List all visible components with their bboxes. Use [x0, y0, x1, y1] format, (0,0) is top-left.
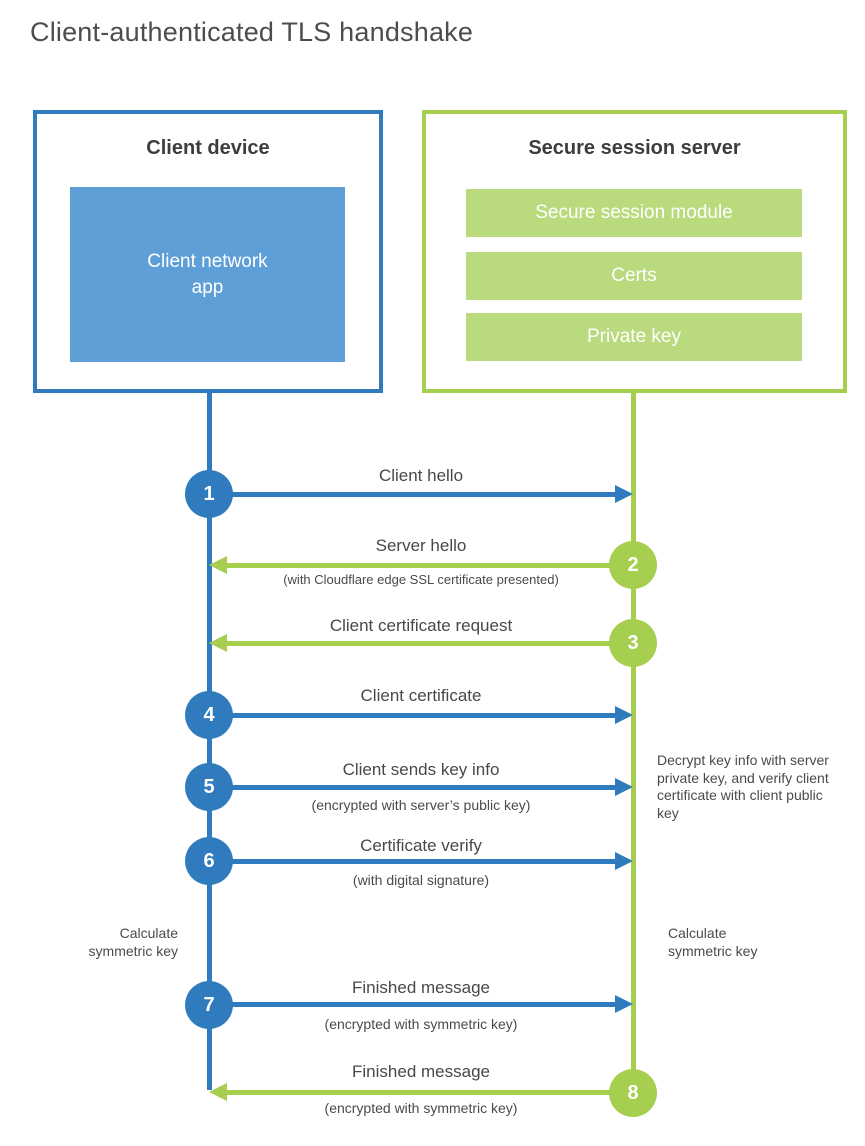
arrow-left-icon [209, 1083, 227, 1101]
step-8-sublabel: (encrypted with symmetric key) [324, 1100, 518, 1116]
secure-session-module-bar: Secure session module [466, 189, 802, 237]
page-title: Client-authenticated TLS handshake [30, 17, 474, 47]
client-network-app-box: Client network app [70, 187, 345, 362]
step-7-sublabel: (encrypted with symmetric key) [324, 1016, 518, 1032]
step-7-arrow-line [209, 1002, 615, 1007]
step-4-arrow-line [209, 713, 615, 718]
step-3-arrow-line [227, 641, 633, 646]
step-2-arrow-line [227, 563, 633, 568]
server-lifeline [631, 393, 636, 1094]
step-1-arrow-line [209, 492, 615, 497]
step-5-sublabel: (encrypted with server’s public key) [311, 797, 531, 813]
arrow-right-icon [615, 485, 633, 503]
arrow-right-icon [615, 706, 633, 724]
calculate-symmetric-key-note-client: Calculate symmetric key [88, 925, 178, 959]
arrow-left-icon [209, 556, 227, 574]
client-device-title: Client device [146, 137, 270, 159]
decrypt-key-note: Decrypt key info with server private key… [657, 752, 829, 821]
step-6-sublabel: (with digital signature) [352, 872, 490, 888]
step-5-badge: 5 [185, 763, 233, 811]
step-6-label: Certificate verify [360, 836, 482, 855]
step-5-label: Client sends key info [342, 760, 500, 779]
step-6-badge: 6 [185, 837, 233, 885]
step-7-badge: 7 [185, 981, 233, 1029]
private-key-bar: Private key [466, 313, 802, 361]
calculate-symmetric-key-note-server: Calculate symmetric key [668, 925, 758, 959]
arrow-right-icon [615, 852, 633, 870]
step-8-arrow-line [227, 1090, 633, 1095]
step-1-badge: 1 [185, 470, 233, 518]
step-2-label: Server hello [375, 536, 467, 555]
step-3-badge: 3 [609, 619, 657, 667]
step-8-label: Finished message [352, 1062, 490, 1081]
step-6-arrow-line [209, 859, 615, 864]
step-1-label: Client hello [378, 466, 464, 485]
step-7-label: Finished message [352, 978, 490, 997]
step-2-badge: 2 [609, 541, 657, 589]
secure-session-server-title: Secure session server [528, 137, 741, 159]
arrow-right-icon [615, 995, 633, 1013]
arrow-left-icon [209, 634, 227, 652]
client-lifeline [207, 393, 212, 1090]
step-5-arrow-line [209, 785, 615, 790]
arrow-right-icon [615, 778, 633, 796]
step-2-sublabel: (with Cloudflare edge SSL certificate pr… [283, 572, 559, 587]
step-4-label: Client certificate [360, 686, 482, 705]
step-3-label: Client certificate request [329, 616, 513, 635]
step-4-badge: 4 [185, 691, 233, 739]
certs-bar: Certs [466, 252, 802, 300]
step-8-badge: 8 [609, 1069, 657, 1117]
